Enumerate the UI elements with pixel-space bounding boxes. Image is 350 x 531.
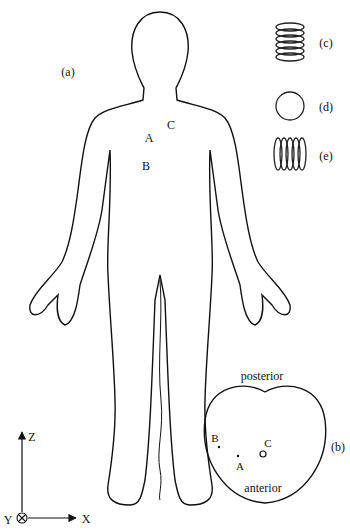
- axis-label: X: [82, 513, 91, 525]
- point-label: B: [211, 433, 218, 444]
- point-label: A: [145, 132, 154, 144]
- point-a: [237, 455, 239, 457]
- body-outline: [30, 12, 290, 505]
- figure-letter: (b): [331, 441, 345, 453]
- figure-letter: (c): [319, 37, 332, 49]
- leg-gap-line: [159, 280, 162, 500]
- point-label: C: [264, 438, 271, 449]
- y-axis-into-page: [17, 513, 27, 523]
- cross-section-outline: [204, 386, 325, 503]
- figure-letter: (d): [319, 101, 333, 113]
- axis-label: Z: [28, 431, 35, 443]
- axis-label: Y: [4, 514, 13, 526]
- point-label: C: [167, 119, 175, 131]
- direction-label: posterior: [241, 370, 284, 382]
- point-label: B: [142, 160, 150, 172]
- coil-c-section: [260, 451, 266, 457]
- loop-coil: [276, 92, 304, 120]
- coil-solenoid: [276, 23, 304, 61]
- z-axis: [21, 432, 22, 512]
- coil-side: [274, 138, 306, 170]
- point-b: [218, 446, 220, 448]
- figure-letter: (a): [61, 66, 74, 78]
- figure-letter: (e): [319, 150, 332, 162]
- point-label: A: [236, 461, 244, 472]
- direction-label: anterior: [244, 482, 281, 494]
- x-axis: [28, 517, 76, 518]
